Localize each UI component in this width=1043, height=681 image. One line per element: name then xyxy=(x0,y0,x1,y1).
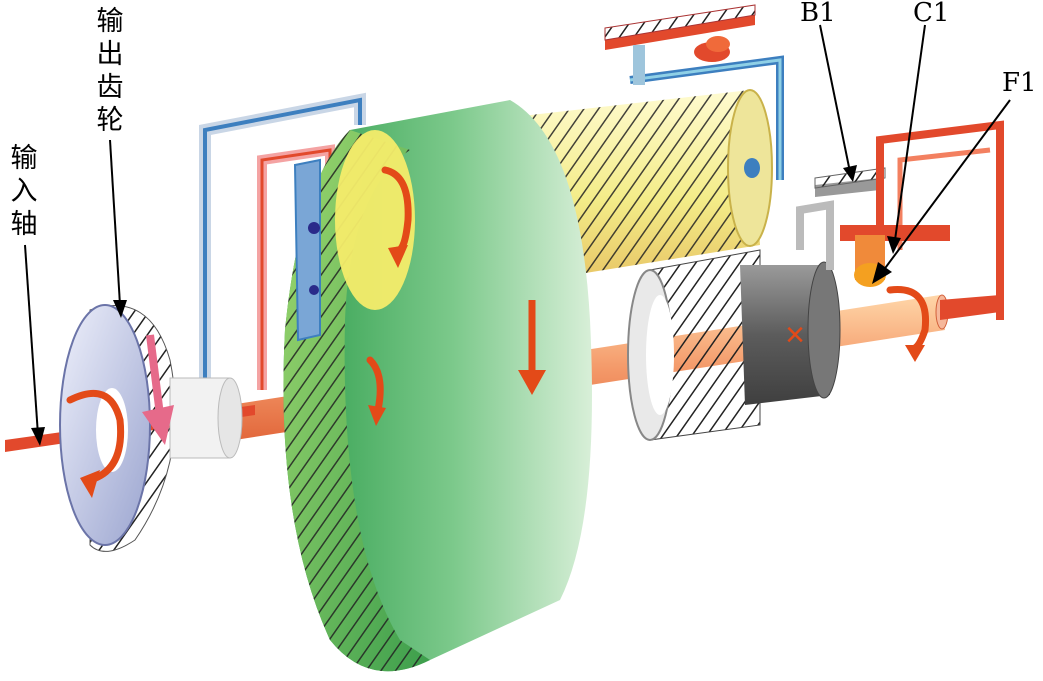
leader-lines xyxy=(24,24,1011,436)
output-gear-label: 输 出 齿 轮 xyxy=(94,5,126,137)
input-shaft-label-char: 入 xyxy=(10,176,38,207)
carrier-mark: × xyxy=(785,316,805,354)
output-gear-label-char: 出 xyxy=(96,39,124,70)
input-shaft-label: 输 入 轴 xyxy=(8,142,40,241)
c1-label: C1 xyxy=(913,0,950,28)
carrier-gear: × xyxy=(627,249,841,441)
direction-arrows xyxy=(142,300,546,445)
output-gear-label-char: 轮 xyxy=(96,105,124,136)
f1-label: F1 xyxy=(1002,68,1037,98)
ring-gear xyxy=(283,100,592,672)
input-shaft-label-char: 轴 xyxy=(10,209,38,240)
leader-heads xyxy=(31,165,901,446)
arrow-heads xyxy=(80,245,925,498)
input-shaft-label-char: 输 xyxy=(10,143,38,174)
b1-label: B1 xyxy=(800,0,836,28)
top-brake xyxy=(604,4,756,85)
output-gear-label-char: 齿 xyxy=(96,72,124,103)
housing-frame xyxy=(199,55,784,390)
output-gear-label-char: 输 xyxy=(96,6,124,37)
